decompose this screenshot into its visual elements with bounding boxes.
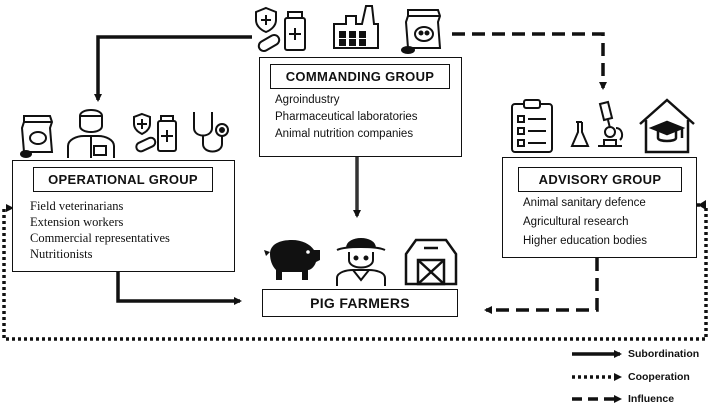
feed-bag-icon <box>20 115 54 158</box>
operational-group-title: OPERATIONAL GROUP <box>33 167 213 192</box>
education-building-icon <box>639 98 695 154</box>
list-item: Agroindustry <box>275 94 340 106</box>
list-item: Commercial representatives <box>30 231 170 245</box>
operational-group-list: Field veterinarians Extension workers Co… <box>30 198 170 262</box>
stethoscope-icon <box>193 112 229 153</box>
pharmacy-icon <box>133 112 177 153</box>
subordination-arrow-operational-farmers <box>116 272 242 305</box>
pharmacy-icon <box>255 6 306 52</box>
legend-subordination-label: Subordination <box>628 348 700 360</box>
list-item: Animal nutrition companies <box>275 128 414 140</box>
veterinarian-icon <box>67 109 115 158</box>
subordination-arrow-commanding-operational <box>94 35 252 102</box>
clipboard-icon <box>511 99 553 153</box>
advisory-group-list: Animal sanitary defence Agricultural res… <box>523 194 647 251</box>
list-item: Extension workers <box>30 215 124 229</box>
list-item: Field veterinarians <box>30 199 124 213</box>
pig-icon <box>264 240 320 280</box>
list-item: Animal sanitary defence <box>523 197 646 209</box>
list-item: Nutritionists <box>30 247 93 261</box>
factory-icon <box>333 5 379 49</box>
pig-farmers-box: PIG FARMERS <box>262 289 458 317</box>
advisory-group-title: ADVISORY GROUP <box>518 167 682 192</box>
farmer-icon <box>336 238 386 286</box>
list-item: Pharmaceutical laboratories <box>275 111 418 123</box>
list-item: Higher education bodies <box>523 235 648 247</box>
legend-influence-label: Influence <box>628 393 675 405</box>
barn-icon <box>404 238 458 286</box>
list-item: Agricultural research <box>523 216 629 228</box>
influence-arrow-commanding-advisory <box>452 32 607 90</box>
cooperation-arrowhead-advisory <box>698 200 706 210</box>
legend-cooperation-label: Cooperation <box>628 371 690 383</box>
influence-arrow-advisory-farmers <box>484 258 599 314</box>
commanding-group-list: Agroindustry Pharmaceutical laboratories… <box>275 92 418 143</box>
feed-bag-icon <box>401 9 442 54</box>
laboratory-icon <box>570 100 624 147</box>
commanding-group-title: COMMANDING GROUP <box>270 64 450 89</box>
